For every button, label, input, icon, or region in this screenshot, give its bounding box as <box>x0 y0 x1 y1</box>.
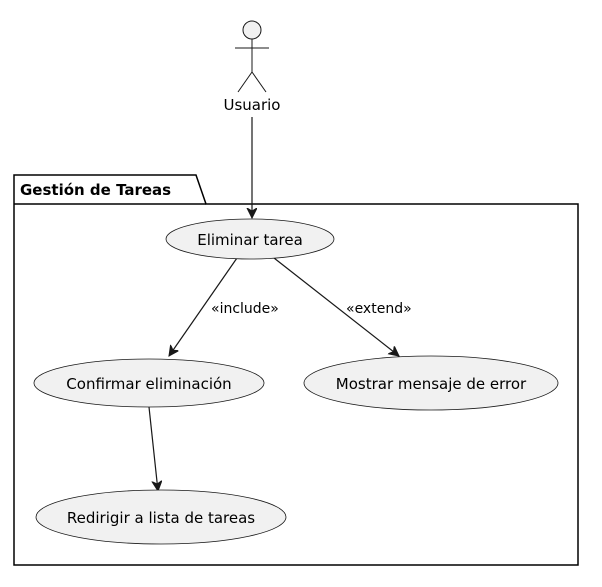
actor-label: Usuario <box>223 96 280 114</box>
use-case-mostrar-mensaje-error[interactable]: Mostrar mensaje de error <box>303 355 559 411</box>
include-label: «include» <box>211 301 279 317</box>
stick-figure-icon <box>235 20 269 93</box>
package-title: Gestión de Tareas <box>20 181 171 199</box>
relations: «include» «extend» <box>148 117 412 491</box>
use-case-eliminar-tarea[interactable]: Eliminar tarea <box>165 218 335 260</box>
use-case-label: Eliminar tarea <box>197 231 303 249</box>
use-case-redirigir-lista-tareas[interactable]: Redirigir a lista de tareas <box>35 489 287 545</box>
edge-confirmar-redirigir <box>148 406 158 491</box>
actor-usuario[interactable]: Usuario <box>223 20 281 114</box>
edge-extend <box>273 257 399 356</box>
use-case-label: Mostrar mensaje de error <box>336 375 527 393</box>
use-case-confirmar-eliminacion[interactable]: Confirmar eliminación <box>33 358 265 408</box>
use-case-label: Redirigir a lista de tareas <box>67 509 255 527</box>
use-case-label: Confirmar eliminación <box>66 375 231 393</box>
package-frame: Gestión de Tareas <box>13 174 579 566</box>
edge-include <box>169 257 238 356</box>
extend-label: «extend» <box>346 301 412 317</box>
